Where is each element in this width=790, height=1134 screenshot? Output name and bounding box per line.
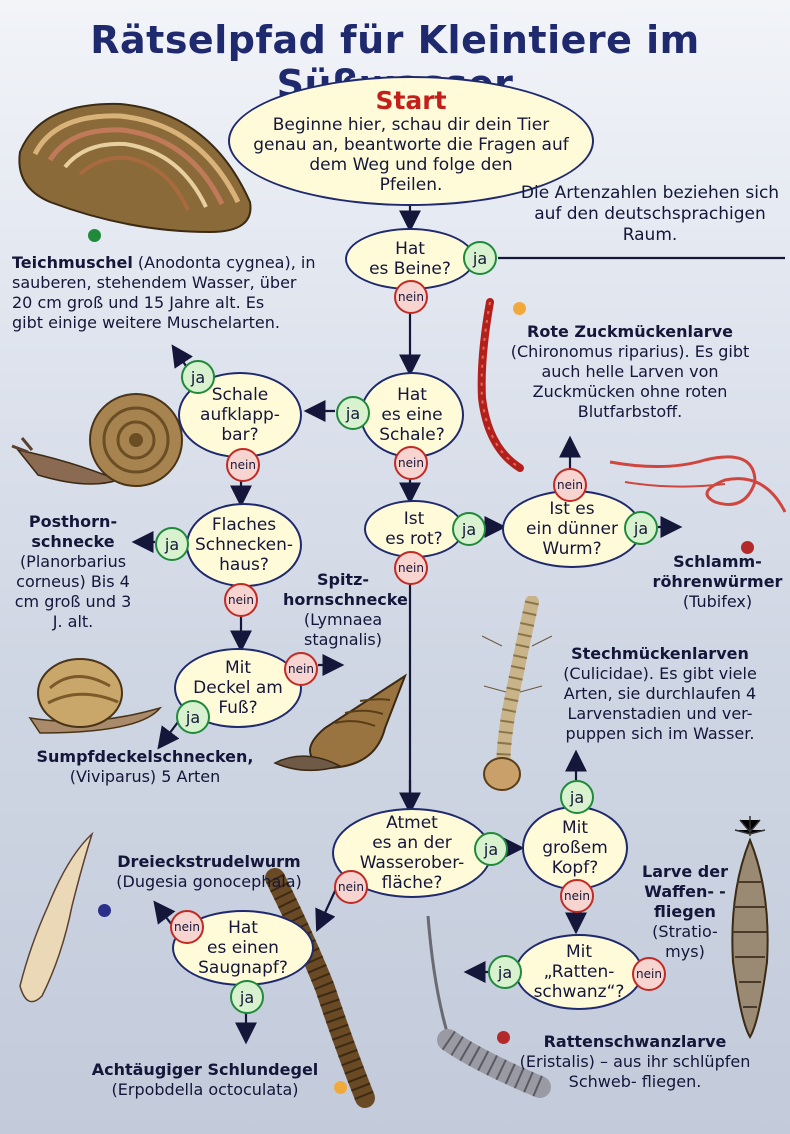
species-zuckmuecke: Rote Zuckmückenlarve (Chironomus ripariu…: [510, 322, 750, 421]
start-heading: Start: [375, 86, 447, 115]
waffenfliege-larva-illustration: [731, 816, 769, 1039]
yes-badge: ja: [230, 980, 264, 1014]
spitzhorn-snail-illustration: [273, 673, 408, 772]
no-badge: nein: [553, 468, 587, 502]
no-badge: nein: [394, 446, 428, 480]
question-rattenschwanz: Mit„Ratten-schwanz“?: [515, 934, 643, 1010]
yes-badge: ja: [474, 832, 508, 866]
start-line: genau an, beantworte die Fragen auf: [253, 135, 569, 155]
yes-badge: ja: [181, 360, 215, 394]
no-badge: nein: [394, 280, 428, 314]
no-badge: nein: [394, 551, 428, 585]
schlundegel-illustration: [265, 868, 375, 1108]
species-strudelwurm: Dreieckstrudelwurm (Dugesia gonocephala): [116, 852, 302, 891]
strudelwurm-illustration: [19, 831, 94, 1003]
start-line: Pfeilen.: [379, 175, 443, 195]
no-badge: nein: [334, 870, 368, 904]
zuckmuecke-dot: [513, 302, 526, 315]
yes-badge: ja: [176, 700, 210, 734]
no-badge: nein: [632, 957, 666, 991]
yes-badge: ja: [452, 512, 486, 546]
rattenschwanz-illustration: [426, 915, 551, 1098]
no-badge: nein: [224, 583, 258, 617]
species-schlundegel: Achtäugiger Schlundegel (Erpobdella octo…: [91, 1060, 319, 1099]
no-badge: nein: [226, 448, 260, 482]
species-waffenfliege: Larve der Waffen- -fliegen (Stratio- mys…: [642, 862, 728, 961]
start-node: Start Beginne hier, schau dir dein Tier …: [228, 76, 594, 206]
schlundegel-dot: [334, 1081, 347, 1094]
species-rattenschwanz: Rattenschwanzlarve (Eristalis) – aus ihr…: [519, 1032, 751, 1091]
species-count-note: Die Artenzahlen beziehen sich auf den de…: [520, 183, 780, 245]
yes-badge: ja: [624, 511, 658, 545]
yes-badge: ja: [488, 955, 522, 989]
yes-badge: ja: [560, 780, 594, 814]
stechmuecke-larva-illustration: [481, 596, 553, 791]
sumpfdeckel-snail-illustration: [28, 658, 163, 734]
species-teichmuschel: Teichmuschel (Anodonta cygnea), in saube…: [12, 253, 316, 332]
no-badge: nein: [284, 652, 318, 686]
species-posthorn: Posthorn- schnecke (Planorbarius corneus…: [14, 512, 132, 631]
zuckmuecke-larva-illustration: [477, 298, 524, 472]
species-schlamm: Schlamm- röhrenwürmer (Tubifex): [652, 552, 783, 611]
schlamm-dot: [741, 541, 754, 554]
yes-badge: ja: [336, 396, 370, 430]
no-badge: nein: [560, 879, 594, 913]
species-spitzhorn: Spitz- hornschnecke (Lymnaea stagnalis): [283, 570, 408, 649]
teichmuschel-dot: [88, 229, 101, 242]
yes-badge: ja: [155, 527, 189, 561]
start-line: Beginne hier, schau dir dein Tier: [272, 115, 550, 135]
no-badge: nein: [170, 910, 204, 944]
tubifex-illustration: [609, 455, 787, 513]
species-stechmuecke: Stechmückenlarven (Culicidae). Es gibt v…: [563, 644, 757, 743]
posthorn-snail-illustration: [11, 393, 183, 487]
strudelwurm-dot: [98, 904, 111, 917]
mussel-illustration: [18, 102, 252, 234]
start-line: dem Weg und folge den: [309, 155, 513, 175]
yes-badge: ja: [463, 241, 497, 275]
species-sumpfdeckel: Sumpfdeckelschnecken, (Viviparus) 5 Arte…: [36, 747, 254, 786]
rattenschwanz-dot: [497, 1031, 510, 1044]
